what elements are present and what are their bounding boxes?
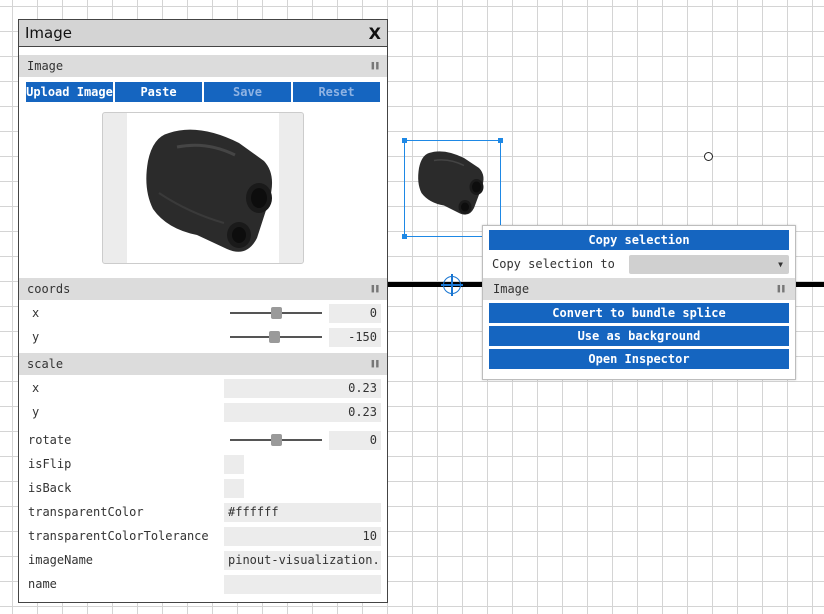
pause-icon[interactable]: ❚❚ (370, 61, 380, 71)
rotate-input[interactable]: 0 (329, 430, 381, 450)
close-icon[interactable]: X (368, 23, 381, 43)
copy-selection-to-select[interactable]: ▼ (629, 254, 789, 274)
selection-handle-bottom-left[interactable] (402, 234, 407, 239)
rotate-slider[interactable] (230, 434, 322, 446)
pause-icon[interactable]: ❚❚ (370, 359, 380, 369)
save-button[interactable]: Save (204, 82, 291, 102)
coords-y-label: y (32, 330, 40, 344)
coords-y-input[interactable]: -150 (329, 327, 381, 347)
isflip-row: isFlip (22, 452, 384, 476)
transparent-color-row: transparentColor #ffffff (22, 500, 384, 524)
reset-button[interactable]: Reset (293, 82, 380, 102)
rotate-label: rotate (28, 433, 72, 447)
pause-icon[interactable]: ❚❚ (370, 284, 380, 294)
copy-selection-to-label: Copy selection to (492, 257, 615, 271)
section-header-image[interactable]: Image ❚❚ (19, 55, 387, 77)
scale-y-input[interactable]: 0.23 (224, 402, 381, 422)
coords-y-row: y -150 (22, 325, 384, 349)
canvas-node[interactable] (704, 152, 713, 161)
wire-port-handle[interactable] (441, 274, 463, 296)
copy-selection-button[interactable]: Copy selection (489, 230, 789, 250)
coords-x-slider[interactable] (230, 307, 322, 319)
isback-row: isBack (22, 476, 384, 500)
isflip-checkbox[interactable] (224, 454, 244, 474)
rotate-row: rotate 0 (22, 428, 384, 452)
context-section-image[interactable]: Image ❚❚ (483, 278, 795, 300)
image-name-label: imageName (28, 553, 94, 567)
pause-icon[interactable]: ❚❚ (776, 284, 786, 294)
panel-title: Image (25, 24, 72, 42)
context-menu: Copy selection Copy selection to ▼ Image… (482, 225, 796, 380)
scale-x-label: x (32, 381, 40, 395)
selection-handle-top-left[interactable] (402, 138, 407, 143)
coords-x-input[interactable]: 0 (329, 303, 381, 323)
isback-checkbox[interactable] (224, 478, 244, 498)
transparent-tolerance-label: transparentColorTolerance (28, 529, 209, 543)
context-section-title: Image (493, 282, 530, 296)
name-label: name (28, 577, 57, 591)
selection-handle-top-right[interactable] (498, 138, 503, 143)
panel-titlebar[interactable]: Image X (19, 20, 387, 47)
copy-selection-to-row: Copy selection to ▼ (489, 253, 789, 275)
upload-image-button[interactable]: Upload Image (26, 82, 113, 102)
preview-image (146, 129, 273, 252)
coords-x-label: x (32, 306, 40, 320)
image-name-row: imageName pinout-visualization. (22, 548, 384, 572)
scale-y-row: y 0.23 (22, 400, 384, 424)
selection-box[interactable] (404, 140, 501, 237)
image-name-input[interactable]: pinout-visualization. (224, 550, 381, 570)
scale-x-row: x 0.23 (22, 376, 384, 400)
image-preview (102, 112, 304, 264)
transparent-tolerance-input[interactable]: 10 (224, 526, 381, 546)
transparent-color-input[interactable]: #ffffff (224, 502, 381, 522)
scale-y-label: y (32, 405, 40, 419)
scale-x-input[interactable]: 0.23 (224, 378, 381, 398)
coords-y-slider[interactable] (230, 331, 322, 343)
name-row: name (22, 572, 384, 596)
coords-x-row: x 0 (22, 301, 384, 325)
section-header-coords[interactable]: coords ❚❚ (19, 278, 387, 300)
section-title: coords (27, 282, 71, 296)
section-header-scale[interactable]: scale ❚❚ (19, 353, 387, 375)
isflip-label: isFlip (28, 457, 72, 471)
caret-down-icon: ▼ (778, 259, 783, 269)
canvas-image[interactable] (410, 146, 494, 228)
isback-label: isBack (28, 481, 72, 495)
use-as-background-button[interactable]: Use as background (489, 326, 789, 346)
name-input[interactable] (224, 574, 381, 594)
image-panel: Image X Image ❚❚ Upload Image Paste Save… (18, 19, 388, 603)
convert-to-bundle-splice-button[interactable]: Convert to bundle splice (489, 303, 789, 323)
section-title: Image (27, 59, 64, 73)
open-inspector-button[interactable]: Open Inspector (489, 349, 789, 369)
transparent-color-label: transparentColor (28, 505, 144, 519)
section-title: scale (27, 357, 64, 371)
paste-button[interactable]: Paste (115, 82, 202, 102)
transparent-tolerance-row: transparentColorTolerance 10 (22, 524, 384, 548)
image-button-row: Upload Image Paste Save Reset (22, 77, 384, 107)
